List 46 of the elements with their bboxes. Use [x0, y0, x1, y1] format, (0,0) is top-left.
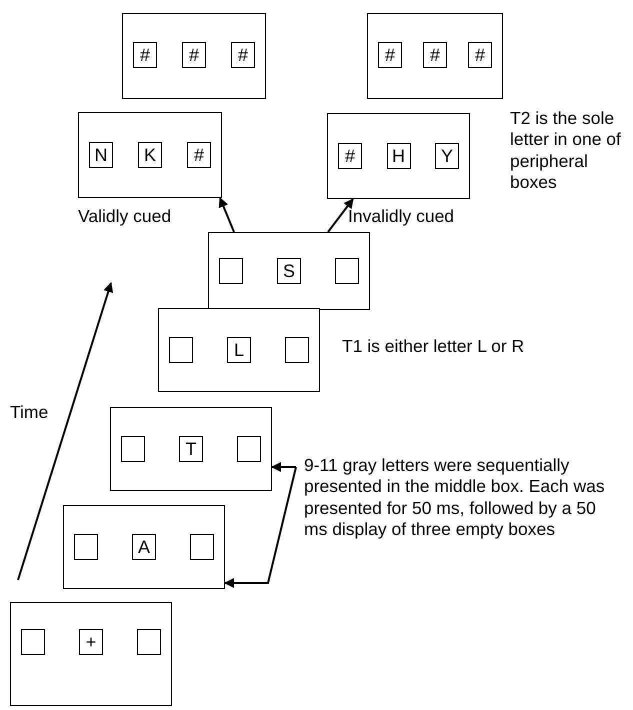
display-frame — [110, 407, 272, 491]
empty-box — [237, 436, 261, 462]
letter-box: N — [89, 142, 113, 168]
annotation-text: 9-11 gray letters were sequentially presented in the middle box. Each was presented for 50 ms, followed by a 50 ms display of three empty boxes — [304, 455, 624, 540]
letter-box: # — [182, 42, 206, 68]
axis-label: Time — [10, 402, 48, 424]
empty-box — [74, 534, 98, 560]
letter-box: Y — [435, 143, 459, 169]
note-text: T2 is the sole letter in one of peripheral boxes — [510, 108, 622, 194]
letter-box: A — [132, 534, 156, 560]
letter-box: # — [187, 142, 211, 168]
display-frame — [208, 232, 370, 310]
letter-box: L — [227, 337, 251, 363]
empty-box — [219, 258, 243, 284]
letter-box: S — [277, 258, 301, 284]
note-text: T1 is either letter L or R — [342, 336, 526, 358]
empty-box — [169, 337, 193, 363]
edge-label: Invalidly cued — [348, 206, 454, 228]
display-frame — [327, 113, 470, 199]
empty-box — [285, 337, 309, 363]
edge-label: Validly cued — [78, 206, 172, 228]
display-frame — [122, 13, 266, 99]
display-frame — [158, 308, 320, 392]
empty-box — [21, 629, 45, 655]
arrow — [327, 198, 354, 233]
display-frame — [367, 13, 503, 99]
display-frame — [78, 112, 222, 198]
letter-box: # — [231, 42, 255, 68]
arrow — [271, 462, 296, 472]
display-frame — [10, 602, 172, 706]
letter-box: + — [79, 629, 103, 655]
letter-box: T — [179, 436, 203, 462]
arrow — [224, 466, 297, 588]
empty-box — [190, 534, 214, 560]
letter-box: # — [468, 42, 492, 68]
arrow — [218, 197, 235, 232]
letter-box: # — [338, 143, 362, 169]
letter-box: # — [378, 42, 402, 68]
letter-box: # — [423, 42, 447, 68]
letter-box: K — [138, 142, 162, 168]
letter-box: H — [386, 143, 410, 169]
letter-box: # — [133, 42, 157, 68]
display-frame — [63, 505, 225, 589]
empty-box — [137, 629, 161, 655]
empty-box — [121, 436, 145, 462]
empty-box — [335, 258, 359, 284]
